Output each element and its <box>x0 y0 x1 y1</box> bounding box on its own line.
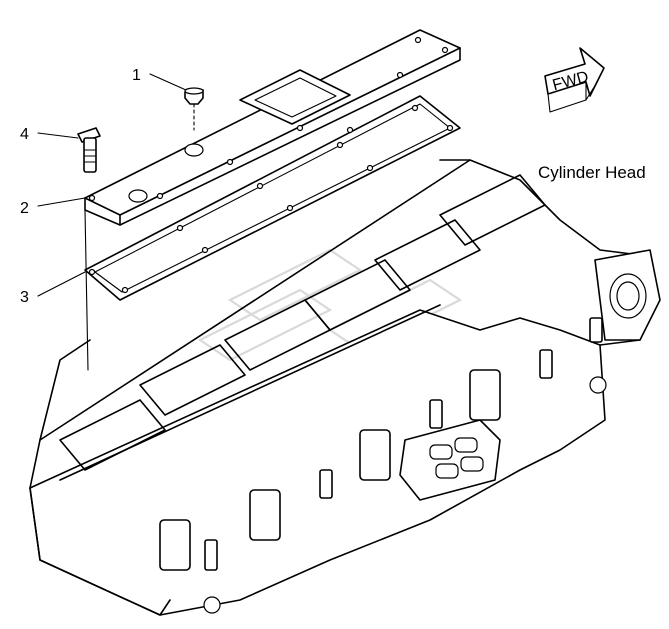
leader-lines <box>37 73 187 371</box>
fwd-arrow-icon: FWD <box>544 47 605 113</box>
port-outlines <box>59 174 546 471</box>
plug <box>184 87 204 157</box>
callout-1: 1 <box>132 67 141 84</box>
cylinder-head <box>29 159 661 616</box>
cover-plate <box>84 29 461 226</box>
bolt <box>77 127 101 173</box>
studs <box>159 317 607 614</box>
diagram-title: Cylinder Head <box>538 163 646 182</box>
callout-2: 2 <box>20 200 29 217</box>
callout-3: 3 <box>20 289 29 306</box>
gasket <box>84 95 461 301</box>
callout-4: 4 <box>20 126 29 143</box>
